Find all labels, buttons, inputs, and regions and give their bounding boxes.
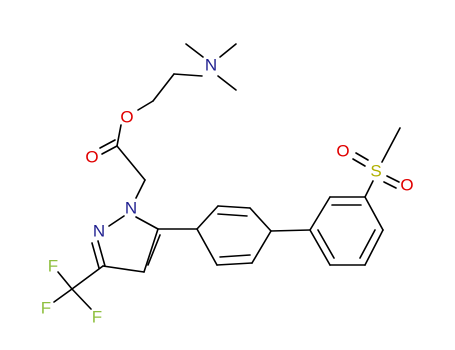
bond <box>364 180 374 198</box>
bond <box>108 215 125 227</box>
bond <box>364 196 384 231</box>
atom-label-n-pyrazole-1: N <box>125 198 137 217</box>
atom-label-n-pyrazole-2: N <box>93 221 105 240</box>
bond <box>309 229 331 266</box>
bond <box>116 145 146 181</box>
bond <box>383 181 397 189</box>
bond <box>217 75 237 91</box>
bond <box>185 43 204 58</box>
bond <box>143 228 159 273</box>
bond <box>364 229 384 266</box>
bond <box>71 265 104 290</box>
bond <box>97 240 106 267</box>
bond <box>309 196 331 231</box>
bond <box>251 230 272 264</box>
bond <box>196 228 218 266</box>
bond <box>152 73 175 102</box>
bond <box>53 288 73 303</box>
atom-label-n-amine: N <box>205 55 217 74</box>
bond <box>381 127 401 163</box>
bond <box>57 271 73 290</box>
atom-label-s-sulfonyl: S <box>370 161 381 180</box>
bond <box>219 254 251 258</box>
atom-labels: N O O N N F F F S O O <box>41 55 414 326</box>
bond <box>116 124 122 147</box>
atom-label-f-top: F <box>48 256 58 275</box>
bond <box>135 179 146 199</box>
bond <box>386 175 400 183</box>
bond <box>99 139 116 149</box>
bond <box>355 152 369 161</box>
bonds <box>53 43 401 310</box>
bond <box>71 288 92 310</box>
bond <box>135 216 159 230</box>
bond <box>352 158 366 167</box>
atom-label-o-ester: O <box>120 107 133 126</box>
bond <box>359 229 376 259</box>
bond <box>216 262 253 266</box>
bond <box>270 229 311 232</box>
bond <box>217 213 248 217</box>
bond <box>196 205 219 230</box>
atom-label-f-right: F <box>92 307 102 326</box>
bond <box>219 43 237 58</box>
bond <box>91 242 100 269</box>
bond <box>249 207 272 232</box>
atom-label-f-left: F <box>41 298 51 317</box>
atom-label-o-sulfonyl-left: O <box>336 141 349 160</box>
bond <box>137 100 154 111</box>
bond <box>173 73 203 77</box>
bond <box>317 229 335 259</box>
bond <box>217 205 251 209</box>
bond <box>147 234 161 266</box>
bond <box>102 265 145 273</box>
atom-label-o-carbonyl: O <box>85 147 98 166</box>
atom-label-o-sulfonyl-right: O <box>400 175 413 194</box>
bond <box>101 145 118 155</box>
